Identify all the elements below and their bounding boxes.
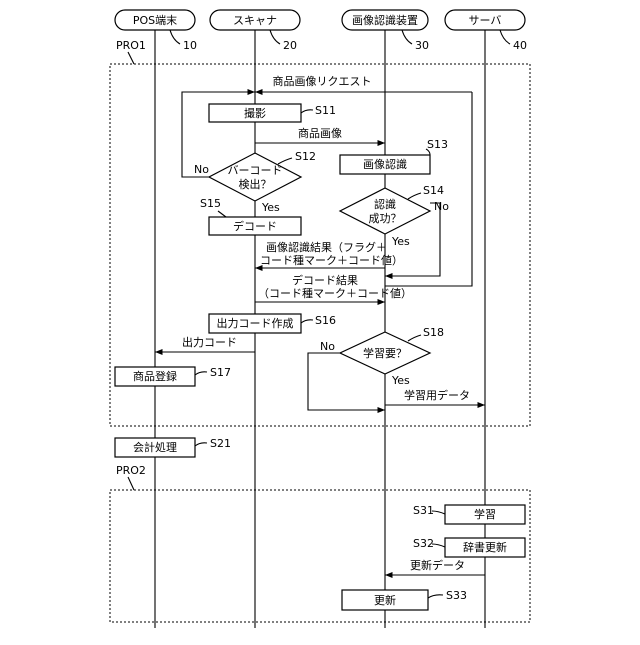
frame-pro1-label: PRO1 [116, 39, 146, 52]
participant-recognizer-label: 画像認識装置 [352, 13, 418, 27]
step-s31: S31 [413, 504, 434, 517]
participant-server: サーバ [445, 10, 525, 30]
frame-pro1-leader [128, 52, 134, 64]
participant-recognizer: 画像認識装置 [342, 10, 428, 30]
decision-barcode-line2: 検出？ [239, 177, 272, 191]
step-s14: S14 [423, 184, 444, 197]
step-s14-leader [408, 193, 421, 199]
msg-output-code: 出力コード [182, 335, 237, 349]
process-capture-label: 撮影 [244, 106, 266, 120]
step-s15-leader [218, 211, 226, 217]
process-recognition-label: 画像認識 [363, 157, 407, 171]
msg-recognition-result-2: コード種マーク＋コード値） [260, 253, 403, 267]
participant-pos-ref: 10 [183, 39, 197, 52]
participant-scanner-ref-leader [270, 30, 280, 44]
participant-scanner-ref: 20 [283, 39, 297, 52]
step-s15: S15 [200, 197, 221, 210]
branch-no-barcode: No [194, 163, 209, 176]
msg-product-image: 商品画像 [298, 126, 342, 140]
step-s18: S18 [423, 326, 444, 339]
participant-server-ref: 40 [513, 39, 527, 52]
process-product-register-label: 商品登録 [133, 369, 177, 383]
participant-pos-label: POS端末 [133, 13, 177, 27]
decision-barcode-line1: バーコード [228, 164, 283, 177]
msg-product-image-request: 商品画像リクエスト [273, 74, 372, 88]
step-s11: S11 [315, 104, 336, 117]
decision-recognized-line1: 認識 [374, 197, 396, 211]
process-checkout-label: 会計処理 [133, 440, 177, 454]
process-update-label: 更新 [374, 593, 396, 607]
participant-recognizer-ref: 30 [415, 39, 429, 52]
decision-barcode-detected [209, 153, 301, 201]
process-decode-label: デコード [233, 219, 277, 233]
participant-pos-ref-leader [170, 30, 180, 44]
process-dictionary-update-label: 辞書更新 [463, 540, 507, 554]
msg-update-data: 更新データ [410, 558, 465, 572]
step-s17: S17 [210, 366, 231, 379]
branch-no-recognition: No [434, 200, 449, 213]
branch-yes-learning: Yes [391, 374, 410, 387]
branch-yes-barcode: Yes [261, 201, 280, 214]
process-learning-label: 学習 [474, 507, 496, 521]
participant-scanner: スキャナ [210, 10, 300, 30]
frame-pro2-label: PRO2 [116, 464, 146, 477]
participant-scanner-label: スキャナ [233, 14, 277, 27]
step-s17-leader [195, 372, 207, 375]
step-s32: S32 [413, 537, 434, 550]
step-s16-leader [301, 320, 313, 323]
step-s18-leader [408, 335, 421, 341]
participant-recognizer-ref-leader [402, 30, 412, 44]
decision-learning-needed-label: 学習要？ [363, 346, 407, 360]
branch-yes-recognition: Yes [391, 235, 410, 248]
msg-recognition-result-1: 画像認識結果（フラグ＋ [266, 240, 387, 254]
branch-no-learning: No [320, 340, 335, 353]
participant-pos: POS端末 [115, 10, 195, 30]
msg-decode-result-1: デコード結果 [292, 273, 358, 287]
step-s12-leader [278, 158, 292, 164]
step-s13: S13 [427, 138, 448, 151]
step-s11-leader [301, 110, 313, 113]
step-s21-leader [195, 443, 207, 446]
step-s33-leader [428, 595, 443, 598]
step-s12: S12 [295, 150, 316, 163]
frame-pro2-leader [128, 477, 134, 490]
decision-recognized-line2: 成功？ [369, 212, 402, 225]
msg-decode-result-2: （コード種マーク＋コード値） [258, 286, 412, 300]
step-s21: S21 [210, 437, 231, 450]
participant-server-label: サーバ [469, 14, 502, 27]
participant-server-ref-leader [500, 30, 510, 44]
step-s16: S16 [315, 314, 336, 327]
process-output-code-create-label: 出力コード作成 [217, 316, 294, 330]
step-s33: S33 [446, 589, 467, 602]
msg-learning-data: 学習用データ [404, 388, 470, 402]
